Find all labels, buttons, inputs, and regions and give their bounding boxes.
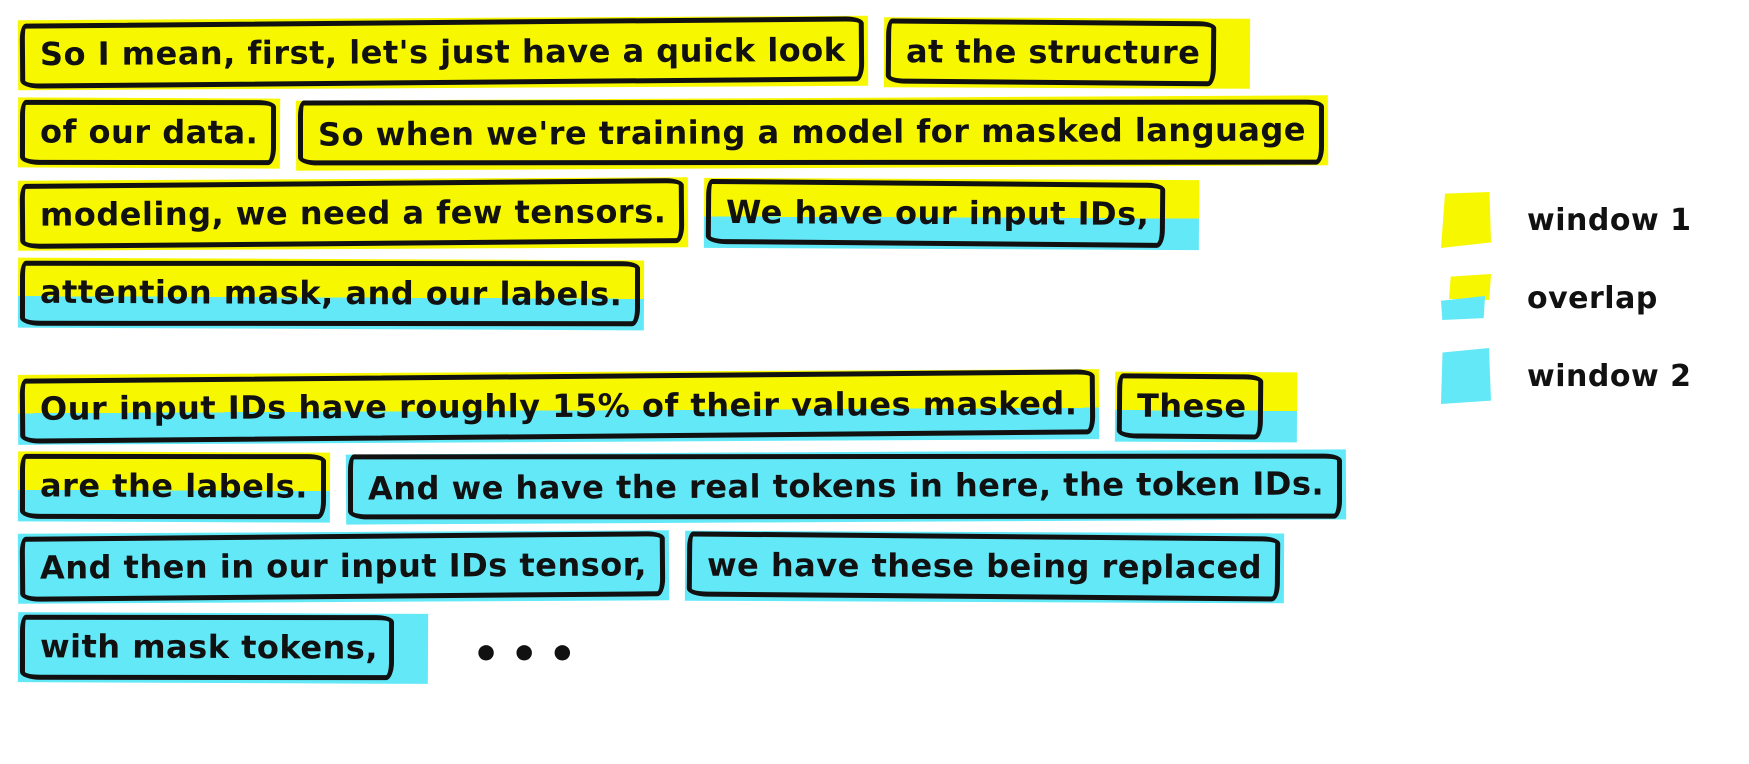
text-segment: at the structure <box>883 17 1251 90</box>
transcript-row: with mask tokens, ••• <box>17 611 1346 685</box>
text-segment: attention mask, and our labels. <box>17 257 645 331</box>
text-segment: These <box>1115 371 1298 443</box>
overlap-swatch-icon <box>1441 274 1491 322</box>
transcript-row: modeling, we need a few tensors. We have… <box>17 177 1346 251</box>
transcript-row: attention mask, and our labels. <box>17 257 1346 331</box>
text-segment: modeling, we need a few tensors. <box>17 177 689 251</box>
text-segment: So I mean, first, let's just have a quic… <box>17 15 868 91</box>
legend-item-window2: window 2 <box>1441 348 1741 404</box>
transcript-row: are the labels. And we have the real tok… <box>17 449 1347 525</box>
legend-label: window 2 <box>1527 358 1692 394</box>
text-segment: And we have the real tokens in here, the… <box>345 449 1347 525</box>
legend-label: overlap <box>1527 280 1658 316</box>
overlap-swatch-cyan-part <box>1441 296 1485 320</box>
text-segment: So when we're training a model for maske… <box>296 95 1329 172</box>
text-segment: we have these being replaced <box>684 531 1285 605</box>
text-segment: Our input IDs have roughly 15% of their … <box>17 368 1100 445</box>
text-segment: of our data. <box>17 97 281 170</box>
overlap-swatch-yellow-part <box>1449 274 1491 300</box>
legend-item-window1: window 1 <box>1441 192 1741 248</box>
transcript-row: Our input IDs have roughly 15% of their … <box>17 368 1346 445</box>
legend: window 1 overlap window 2 <box>1441 192 1741 404</box>
transcript-row: of our data. So when we're training a mo… <box>17 95 1346 172</box>
transcript-rows: So I mean, first, let's just have a quic… <box>0 15 1347 693</box>
transcript-row: So I mean, first, let's just have a quic… <box>17 15 1346 91</box>
text-segment: And then in our input IDs tensor, <box>17 530 670 605</box>
window1-swatch-icon <box>1441 192 1491 248</box>
transcript-row: And then in our input IDs tensor, we hav… <box>17 530 1346 605</box>
text-segment: are the labels. <box>17 451 331 524</box>
text-segment: We have our input IDs, <box>704 177 1200 251</box>
window2-swatch-icon <box>1441 348 1491 404</box>
legend-label: window 1 <box>1527 202 1692 238</box>
legend-item-overlap: overlap <box>1441 274 1741 322</box>
continuation-ellipsis: ••• <box>472 629 587 681</box>
text-segment: with mask tokens, <box>17 611 429 685</box>
